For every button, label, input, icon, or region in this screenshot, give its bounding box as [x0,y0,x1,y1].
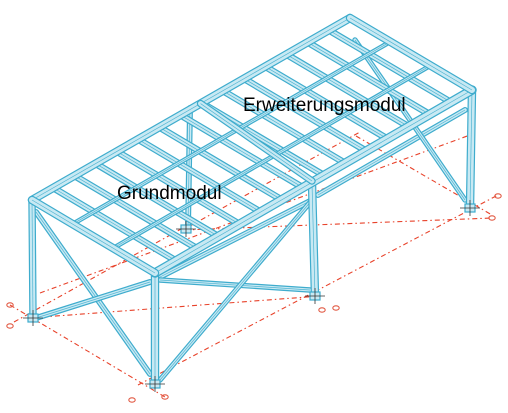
grid-end-marker [6,323,14,329]
roof-purlin [155,123,286,204]
grid-end-marker [488,215,496,221]
brace-back [352,37,468,203]
label-extension-module: Erweiterungsmodul [243,95,406,116]
roof-edge-back [27,13,355,205]
support-marker [23,310,43,326]
post-middle [307,178,320,301]
roof-purlin [282,50,413,131]
support-marker [176,221,196,237]
support-marker [305,288,325,304]
roof-rail [70,39,393,227]
roof-purlin [261,63,391,143]
grid-end-marker [494,193,502,199]
support-markers [6,193,502,403]
roof-purlin [49,184,180,265]
roof-edge-right [345,13,477,95]
support-marker [145,376,165,392]
roof-purlin [70,172,201,253]
brace-front-1 [155,197,315,281]
roof-edge-left [27,195,160,278]
roof-purlin [240,75,370,155]
post-front-left [28,196,37,322]
roof-purlin [134,135,265,216]
brace-right-1 [315,107,468,198]
brace-left-2 [33,279,153,321]
roof-purlin [304,38,434,118]
steel-frame [27,13,477,389]
label-base-module: Grundmodul [117,183,222,204]
roof-purlin [113,148,243,228]
grid-line-base-cross [29,295,321,319]
grid-end-marker [318,307,326,313]
post-back-right [465,85,477,213]
grid-end-marker [332,305,340,311]
roof-purlin [176,111,307,192]
roof-purlin [219,87,349,167]
brace-front-3 [157,197,315,383]
brace-left-1 [33,209,153,377]
roof-purlin [92,160,222,240]
support-marker [460,200,480,216]
roof-purlin [325,26,455,106]
roof-module-joint [196,99,316,185]
grid-line-front [9,304,166,398]
grid-end-marker [128,397,136,403]
grid-end-marker [161,394,169,400]
grid-end-marker [6,302,14,308]
brace-front-2 [157,277,313,293]
grid-line-left [13,223,191,323]
